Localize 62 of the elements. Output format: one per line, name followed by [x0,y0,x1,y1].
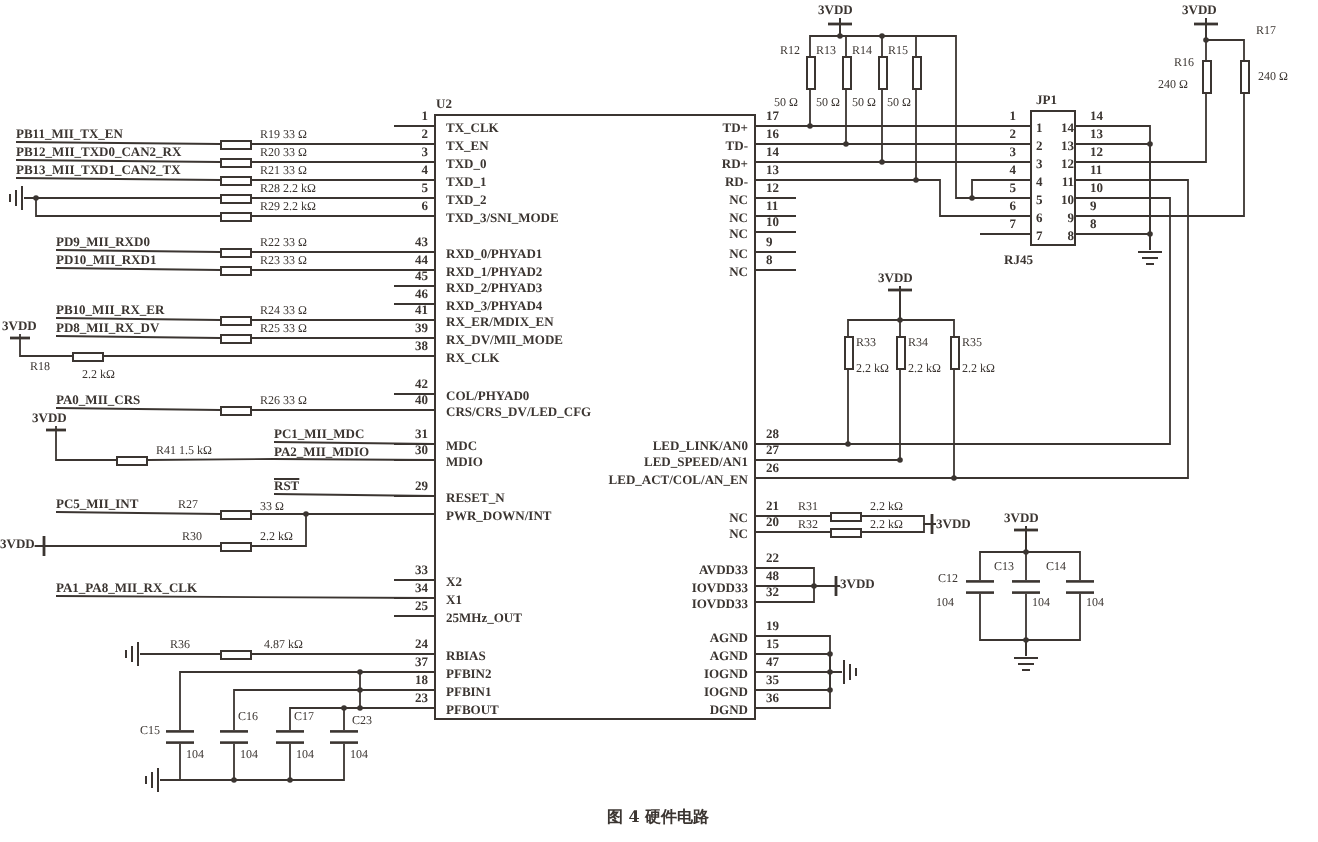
ground-symbol [1138,250,1162,268]
wire [755,369,955,479]
wire [755,125,1031,127]
wire [273,493,435,497]
wire [1075,93,1245,217]
wire [251,269,435,271]
wire [1205,17,1245,61]
wire [233,689,435,731]
wire [251,513,435,547]
wire [1075,233,1151,251]
wire [251,143,435,145]
wire [755,531,831,533]
wire [147,458,275,461]
wire [55,335,221,339]
wire [55,267,221,271]
ground-symbol [120,642,140,666]
wire [1025,525,1081,581]
wire [251,161,435,163]
wire [861,523,937,533]
wire [15,177,221,181]
wire [251,251,435,253]
wire [15,159,221,163]
ground-symbol [140,768,160,792]
caption: 图 4 硬件电路 [606,806,710,826]
ground-symbol [4,186,24,210]
wire [1025,593,1081,657]
wire [55,317,221,321]
wire [273,441,435,445]
wire [33,545,221,547]
wire [755,369,901,461]
wire [839,17,1031,199]
wire [755,143,1031,145]
wire [343,707,435,731]
wire [23,197,221,217]
wire [55,595,435,599]
wire [19,333,73,357]
wire [251,215,435,217]
wire [755,161,1031,163]
wire [179,671,435,731]
wire [55,511,221,515]
ground-symbol [1014,656,1038,674]
wire [273,458,435,461]
wire [139,653,221,655]
wire [755,671,843,709]
wire [251,319,435,321]
wire [159,743,345,781]
wire [251,197,435,199]
wire [251,337,435,339]
wire [55,249,221,253]
wire [103,355,435,357]
wire [55,407,221,411]
wire [755,369,849,445]
wire [1075,93,1207,163]
wire [251,653,435,655]
wire [55,425,117,461]
wire [251,409,435,411]
wire [899,285,955,337]
wire [755,179,1031,217]
wire [755,585,841,603]
ground-symbol [842,660,862,684]
wire [251,179,435,181]
wire [15,141,221,145]
